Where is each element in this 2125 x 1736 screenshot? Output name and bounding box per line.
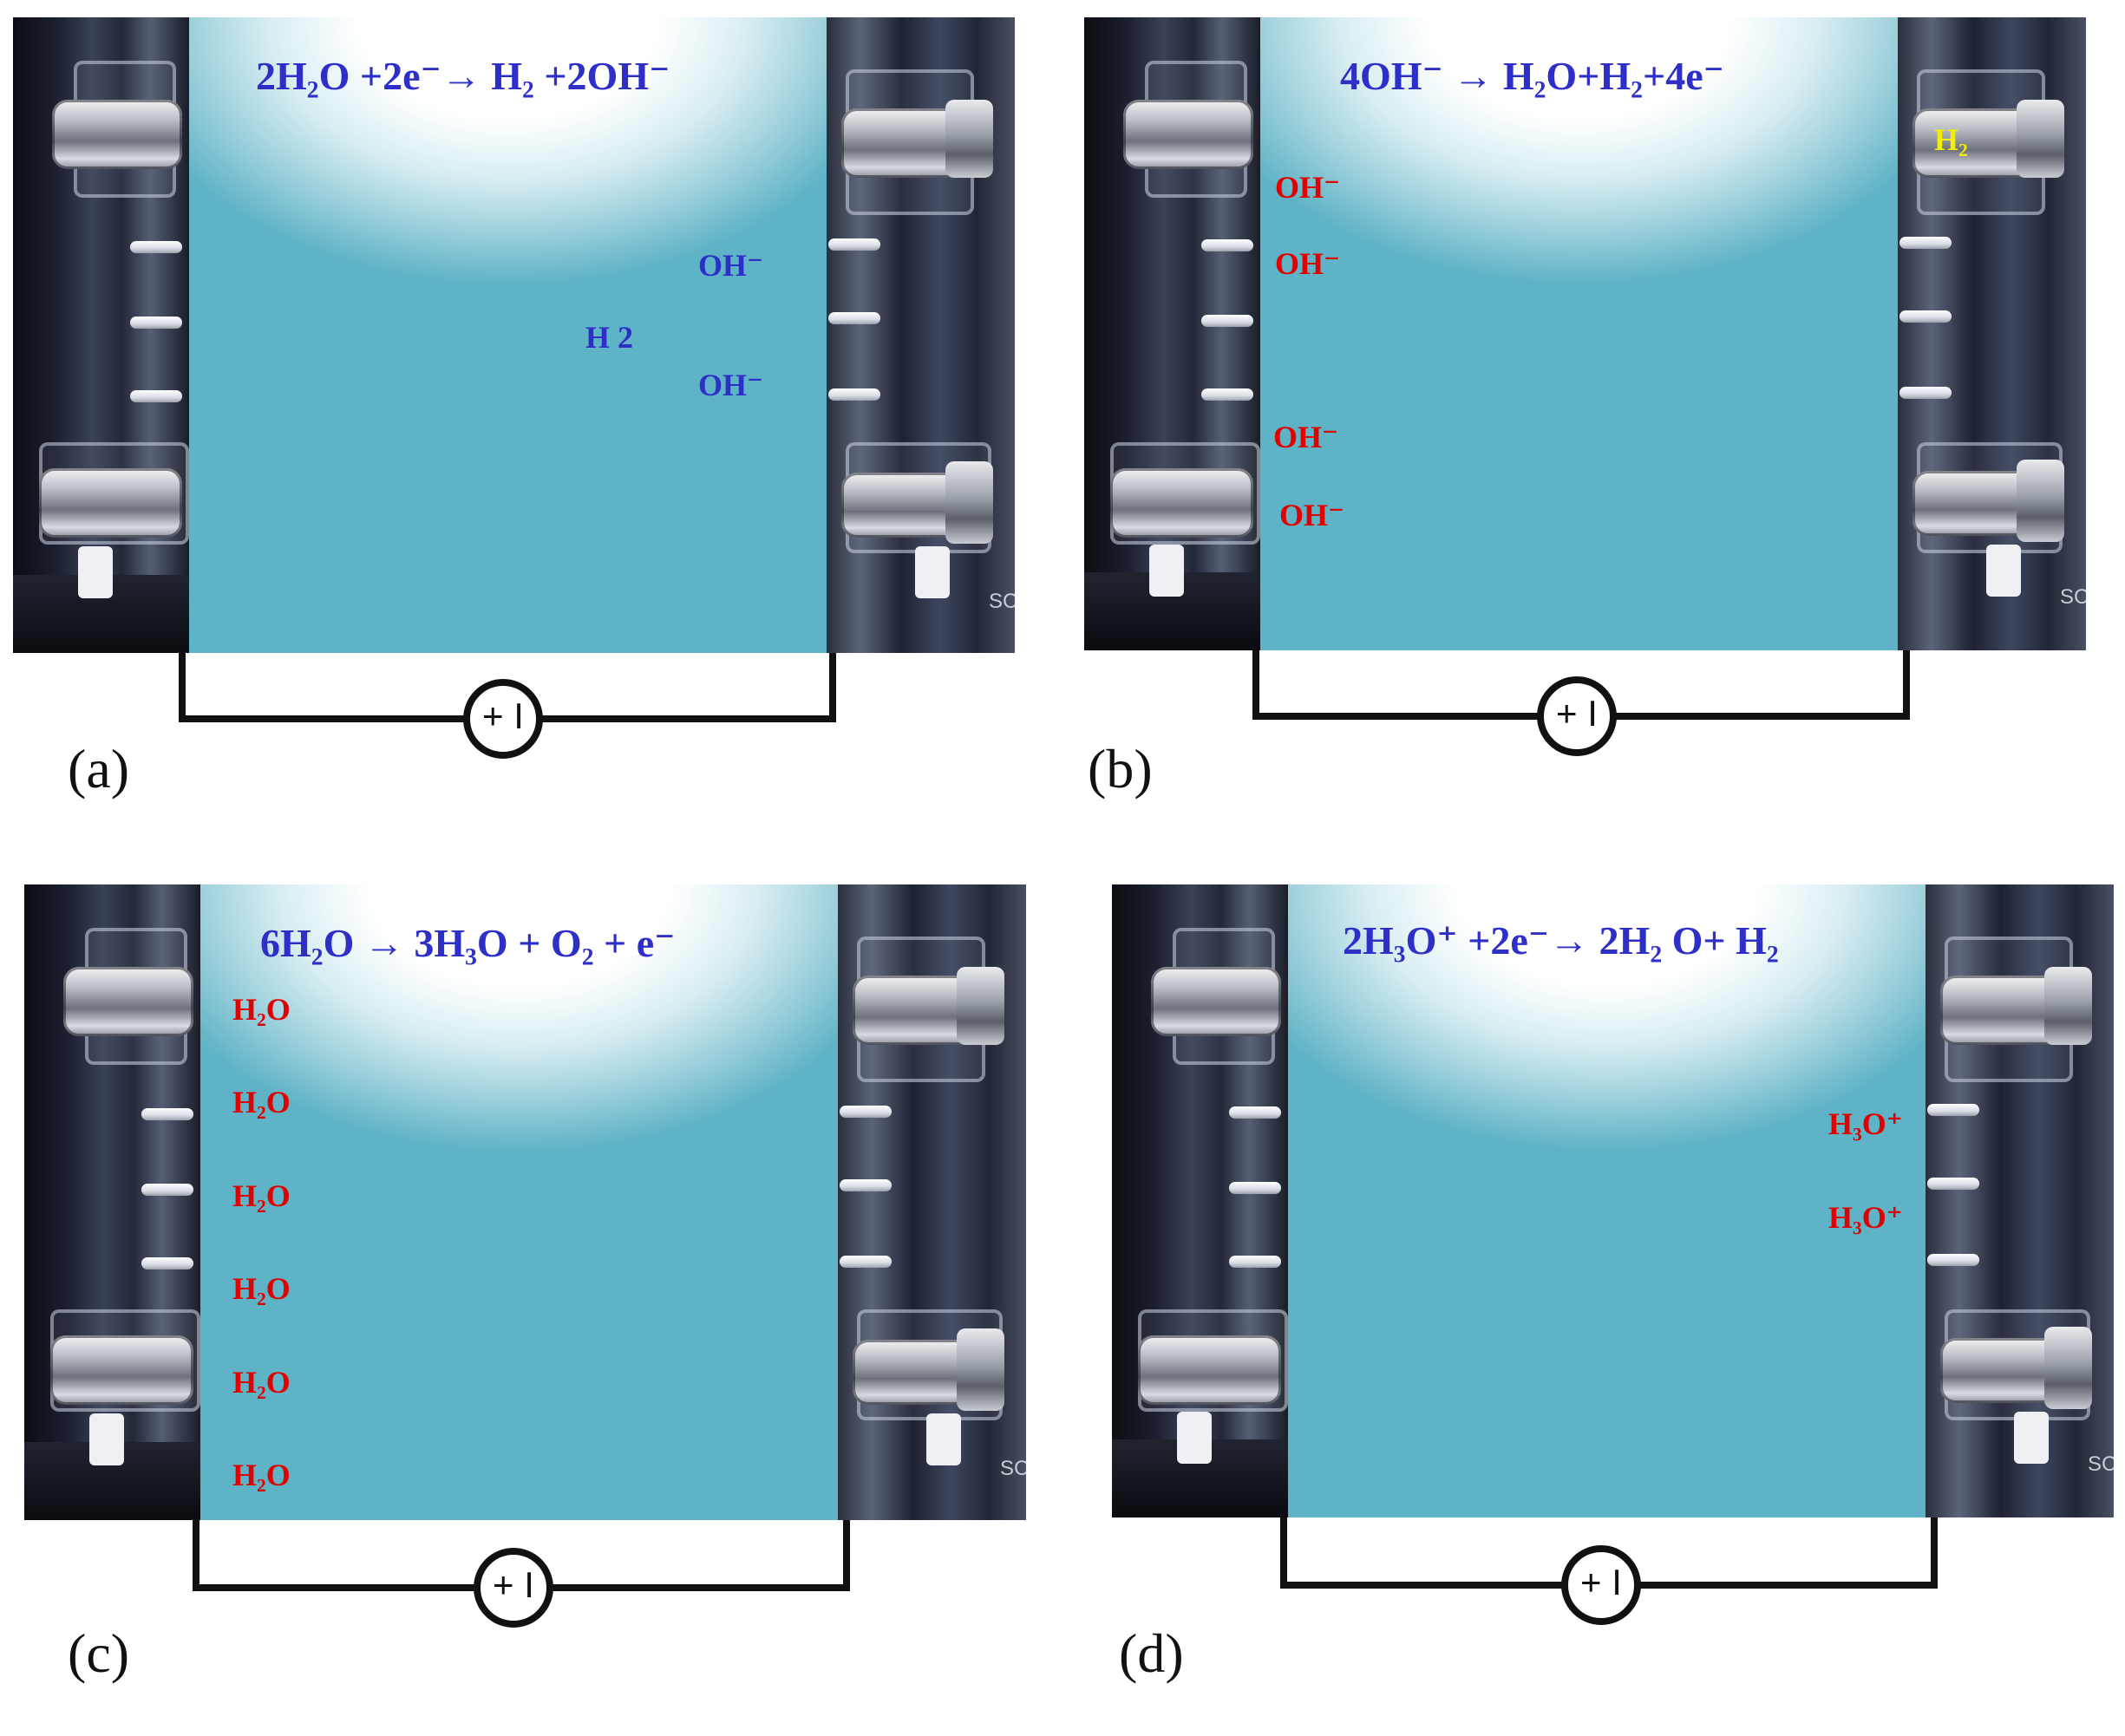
reaction-equation: 2H₃O⁺ +2e⁻→ 2H₂ O+ H₂ [1343, 918, 1779, 963]
circuit-wire [1931, 1517, 1938, 1589]
species-label: OH⁻ [1279, 498, 1345, 532]
source-symbol: + I [1556, 693, 1598, 734]
species-label: H₃O⁺ [1828, 1200, 1903, 1235]
reaction-equation: 4OH⁻ → H₂O+H₂+4e⁻ [1340, 54, 1724, 98]
species-label: OH⁻ [1275, 170, 1341, 205]
panel-label: (b) [1088, 738, 1153, 799]
source-symbol: + I [493, 1564, 534, 1605]
electrolyte [200, 884, 838, 1520]
circuit-wire [193, 1520, 199, 1591]
reaction-equation: 2H₂O +2e⁻→ H₂ +2OH⁻ [256, 54, 670, 98]
circuit-wire [829, 653, 836, 722]
species-label: OH⁻ [698, 368, 764, 402]
electrolysis-cell-photo: SC [13, 17, 1015, 653]
species-label: H₂O [232, 1085, 291, 1119]
species-label: OH⁻ [1275, 246, 1341, 281]
electrolysis-cell-photo: SC [1112, 884, 2114, 1517]
panel-a: SC 2H₂O +2e⁻→ H₂ +2OH⁻ OH⁻ H 2 OH⁻ + I (… [0, 0, 1062, 867]
panel-b: SC 4OH⁻ → H₂O+H₂+4e⁻ OH⁻ OH⁻ OH⁻ OH⁻ H₂ … [1076, 0, 2125, 867]
circuit-wire [843, 1520, 850, 1591]
species-label: H₂O [232, 1365, 291, 1400]
power-source: + I [463, 679, 543, 759]
circuit-wire [179, 653, 186, 722]
species-label: H₂ [1934, 122, 1968, 157]
electrolysis-cell-photo: SC [24, 884, 1026, 1520]
species-label: H₂O [232, 1178, 291, 1213]
species-label: H₂O [232, 1458, 291, 1492]
species-label: OH⁻ [698, 248, 764, 283]
circuit-wire [1280, 1517, 1287, 1589]
photo-mark: SC [2088, 1452, 2114, 1476]
panel-c: SC 6H₂O → 3H₃O + O₂ + e⁻ H₂O H₂O H₂O H₂O… [0, 867, 1062, 1736]
reaction-equation: 6H₂O → 3H₃O + O₂ + e⁻ [260, 921, 676, 965]
panel-d: SC 2H₃O⁺ +2e⁻→ 2H₂ O+ H₂ H₃O⁺ H₃O⁺ + I (… [1076, 867, 2125, 1736]
photo-mark: SC [2060, 585, 2086, 609]
photo-mark: SC [989, 590, 1015, 613]
species-label: H₃O⁺ [1828, 1106, 1903, 1141]
electrolysis-cell-photo: SC [1084, 17, 2086, 650]
power-source: + I [1537, 676, 1617, 756]
species-label: H₂O [232, 992, 291, 1027]
electrolyte [189, 17, 827, 653]
source-symbol: + I [1580, 1562, 1622, 1602]
electrolyte [1260, 17, 1898, 650]
power-source: + I [474, 1548, 553, 1628]
panel-label: (d) [1119, 1622, 1184, 1684]
panel-label: (c) [68, 1622, 130, 1684]
species-label: OH⁻ [1273, 420, 1339, 454]
species-label: H 2 [585, 320, 634, 355]
circuit-wire [1252, 650, 1259, 720]
power-source: + I [1561, 1545, 1641, 1625]
circuit-wire [1903, 650, 1910, 720]
species-label: H₂O [232, 1271, 291, 1306]
electrolyte [1288, 884, 1926, 1517]
panel-label: (a) [68, 738, 130, 799]
photo-mark: SC [1000, 1457, 1026, 1480]
source-symbol: + I [482, 695, 524, 736]
